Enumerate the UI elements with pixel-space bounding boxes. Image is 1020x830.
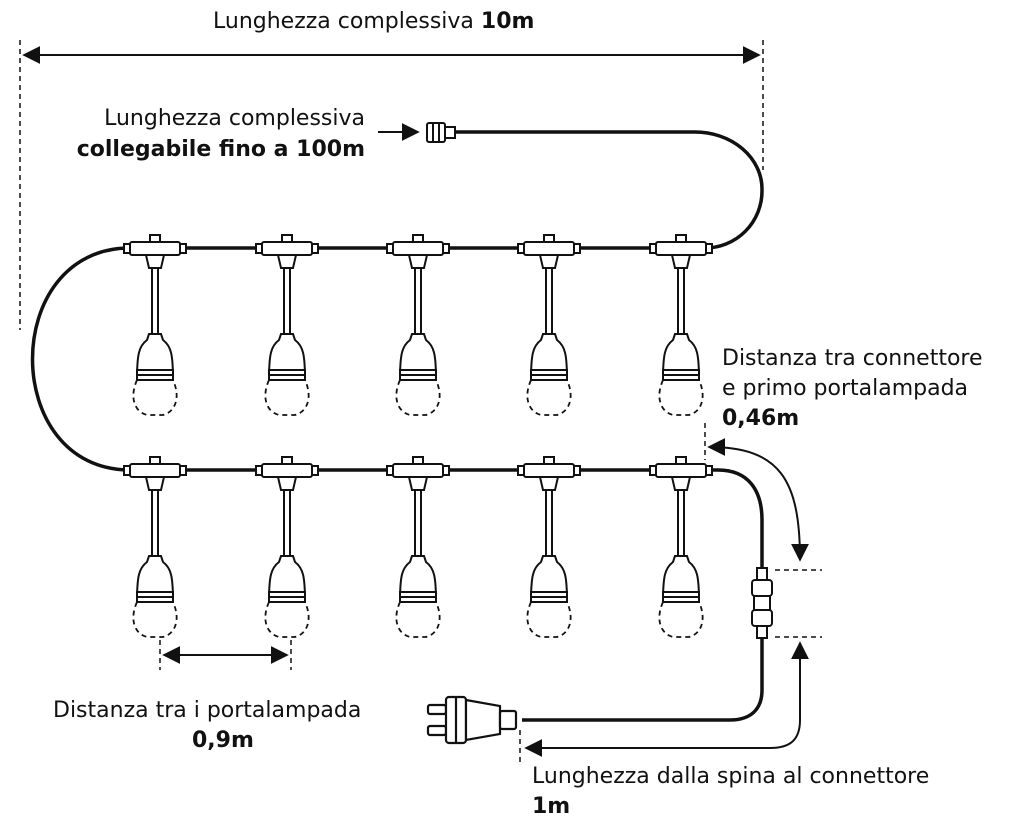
connectable-length-line1: Lunghezza complessiva (104, 106, 365, 131)
lamp-holder (255, 456, 319, 638)
end-connector (426, 122, 456, 143)
main-cable (30, 130, 764, 722)
lamp-holders (123, 234, 713, 638)
lamp-holder (517, 456, 581, 638)
lamp-holder (517, 234, 581, 416)
holder-spacing-dimension (159, 640, 292, 670)
plug-length-label: Lunghezza dalla spina al connettore (532, 764, 930, 789)
inline-connector (751, 567, 773, 639)
holder-spacing-value: 0,9m (192, 728, 254, 753)
lamp-holder (649, 456, 713, 638)
total-length-dimension (19, 40, 764, 330)
lamp-holder (649, 234, 713, 416)
connector-distance-dimension (704, 423, 822, 571)
total-length-value: 10m (480, 9, 535, 34)
plug-length-dimension (519, 636, 822, 766)
total-length-label: Lunghezza complessiva 10m (213, 8, 534, 36)
lamp-holder (386, 234, 450, 416)
lamp-holder (123, 456, 187, 638)
total-length-prefix: Lunghezza complessiva (213, 9, 474, 34)
plug-length-value: 1m (532, 794, 571, 819)
connector-distance-line1: Distanza tra connettore (722, 346, 983, 371)
connector-distance-value: 0,46m (722, 406, 800, 431)
holder-spacing-label: Distanza tra i portalampada (53, 698, 362, 723)
lamp-holder (255, 234, 319, 416)
lamp-holder (123, 234, 187, 416)
connector-distance-line2: e primo portalampada (722, 376, 969, 401)
connectable-length-line2: collegabile fino a 100m (76, 137, 365, 162)
lamp-holder (386, 456, 450, 638)
power-plug (426, 695, 518, 745)
